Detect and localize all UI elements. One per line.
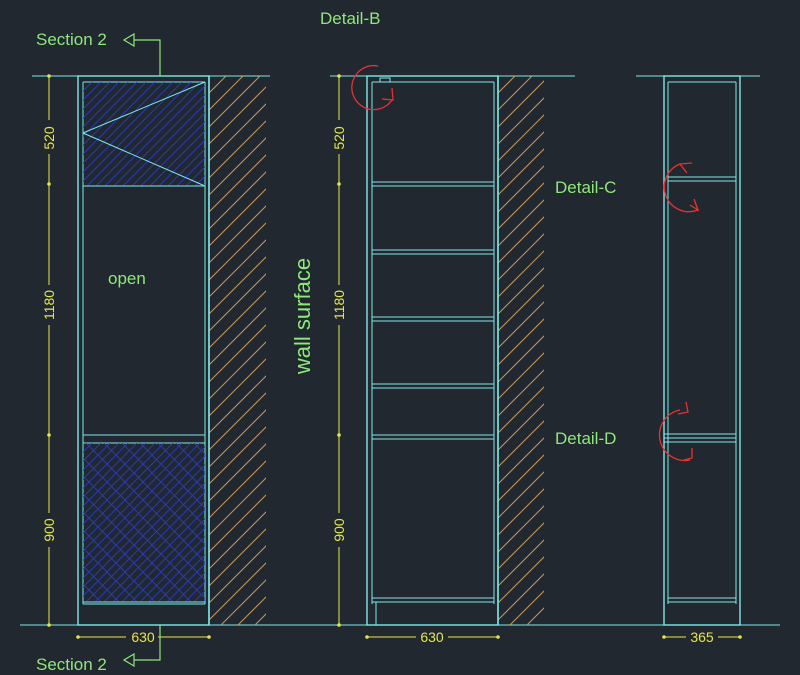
left-width-dimension: 630 (76, 629, 211, 645)
open-label: open (108, 269, 146, 288)
detail-d-marker: Detail-D (555, 401, 693, 462)
detail-d-label: Detail-D (555, 429, 616, 448)
left-wall-hatch (209, 76, 266, 625)
left-vertical-dimension: 520 1180 900 (40, 74, 58, 627)
middle-elevation (366, 75, 544, 626)
right-cabinet-outline (663, 75, 741, 626)
section-bottom-label: Section 2 (36, 655, 107, 674)
dim-mid-1180: 1180 (331, 290, 347, 320)
section-top-label: Section 2 (36, 30, 107, 49)
section-marker-top: Section 2 (36, 30, 161, 76)
section-marker-bottom: Section 2 (36, 625, 161, 674)
detail-b-label: Detail-B (320, 9, 380, 28)
detail-b-marker: Detail-B (320, 9, 394, 111)
dim-width-left: 630 (131, 629, 155, 645)
left-cabinet-outline (77, 75, 210, 626)
middle-vertical-dimension: 520 1180 900 (330, 74, 348, 627)
detail-c-label: Detail-C (555, 178, 616, 197)
middle-width-dimension: 630 (365, 629, 500, 645)
dim-width-right: 365 (690, 629, 714, 645)
right-elevation (663, 75, 741, 626)
middle-cabinet-outline (366, 75, 499, 626)
left-bottom-glass-hatch (83, 443, 205, 602)
dim-mid-520: 520 (331, 126, 347, 150)
dim-width-mid: 630 (420, 629, 444, 645)
dim-left-1180: 1180 (41, 290, 57, 320)
middle-shelves (371, 181, 495, 440)
wall-surface-label: wall surface (290, 258, 315, 375)
dim-left-520: 520 (41, 126, 57, 150)
detail-c-marker: Detail-C (555, 162, 700, 213)
dim-mid-900: 900 (331, 518, 347, 542)
dim-left-900: 900 (41, 518, 57, 542)
right-width-dimension: 365 (662, 629, 742, 645)
middle-wall-hatch (498, 76, 544, 625)
left-top-glass-hatch (83, 82, 205, 186)
left-elevation: open (77, 75, 266, 626)
